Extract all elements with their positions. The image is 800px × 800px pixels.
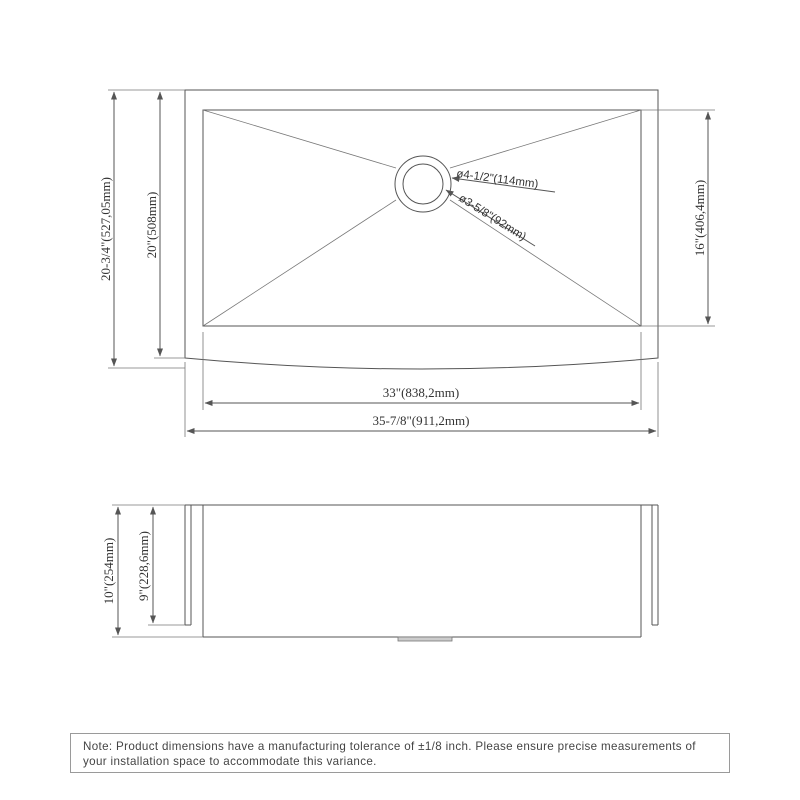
drain-outer-leader [451, 176, 556, 193]
front-drain-stub [397, 636, 453, 642]
drain-outer-circle [394, 155, 452, 213]
slope-line-bottom-left [202, 199, 397, 327]
sink-outer-outline [184, 89, 659, 370]
top-view: ø4-1/2"(114mm) ø3-5/8"(92mm) 20-3/4"(527… [98, 89, 715, 437]
height-outer-label: 10"(254mm) [101, 538, 116, 605]
drain-outer-label: ø4-1/2"(114mm) [456, 168, 540, 191]
front-view: 10"(254mm) 9"(228,6mm) [101, 504, 659, 642]
height-inner-label: 9"(228,6mm) [136, 531, 151, 601]
width-inner-label: 33"(838,2mm) [383, 385, 459, 400]
slope-line-bottom-right [449, 199, 642, 327]
sink-bowl-outline [202, 109, 642, 327]
drain-inner-label: ø3-5/8"(92mm) [456, 192, 528, 243]
note-line-1: Note: Product dimensions have a manufact… [83, 740, 696, 753]
drain-inner-circle [402, 163, 444, 205]
width-outer-label: 35-7/8"(911,2mm) [373, 413, 470, 428]
drain-inner-leader [445, 189, 536, 247]
slope-line-top-left [202, 109, 397, 169]
note-line-2: your installation space to accommodate t… [83, 755, 377, 768]
depth-outer-label: 20-3/4"(527,05mm) [98, 177, 113, 281]
depth-bowl-label: 16"(406,4mm) [692, 180, 707, 256]
tolerance-note: Note: Product dimensions have a manufact… [70, 733, 730, 773]
slope-line-top-right [449, 109, 642, 169]
depth-mid-label: 20"(508mm) [144, 192, 159, 259]
